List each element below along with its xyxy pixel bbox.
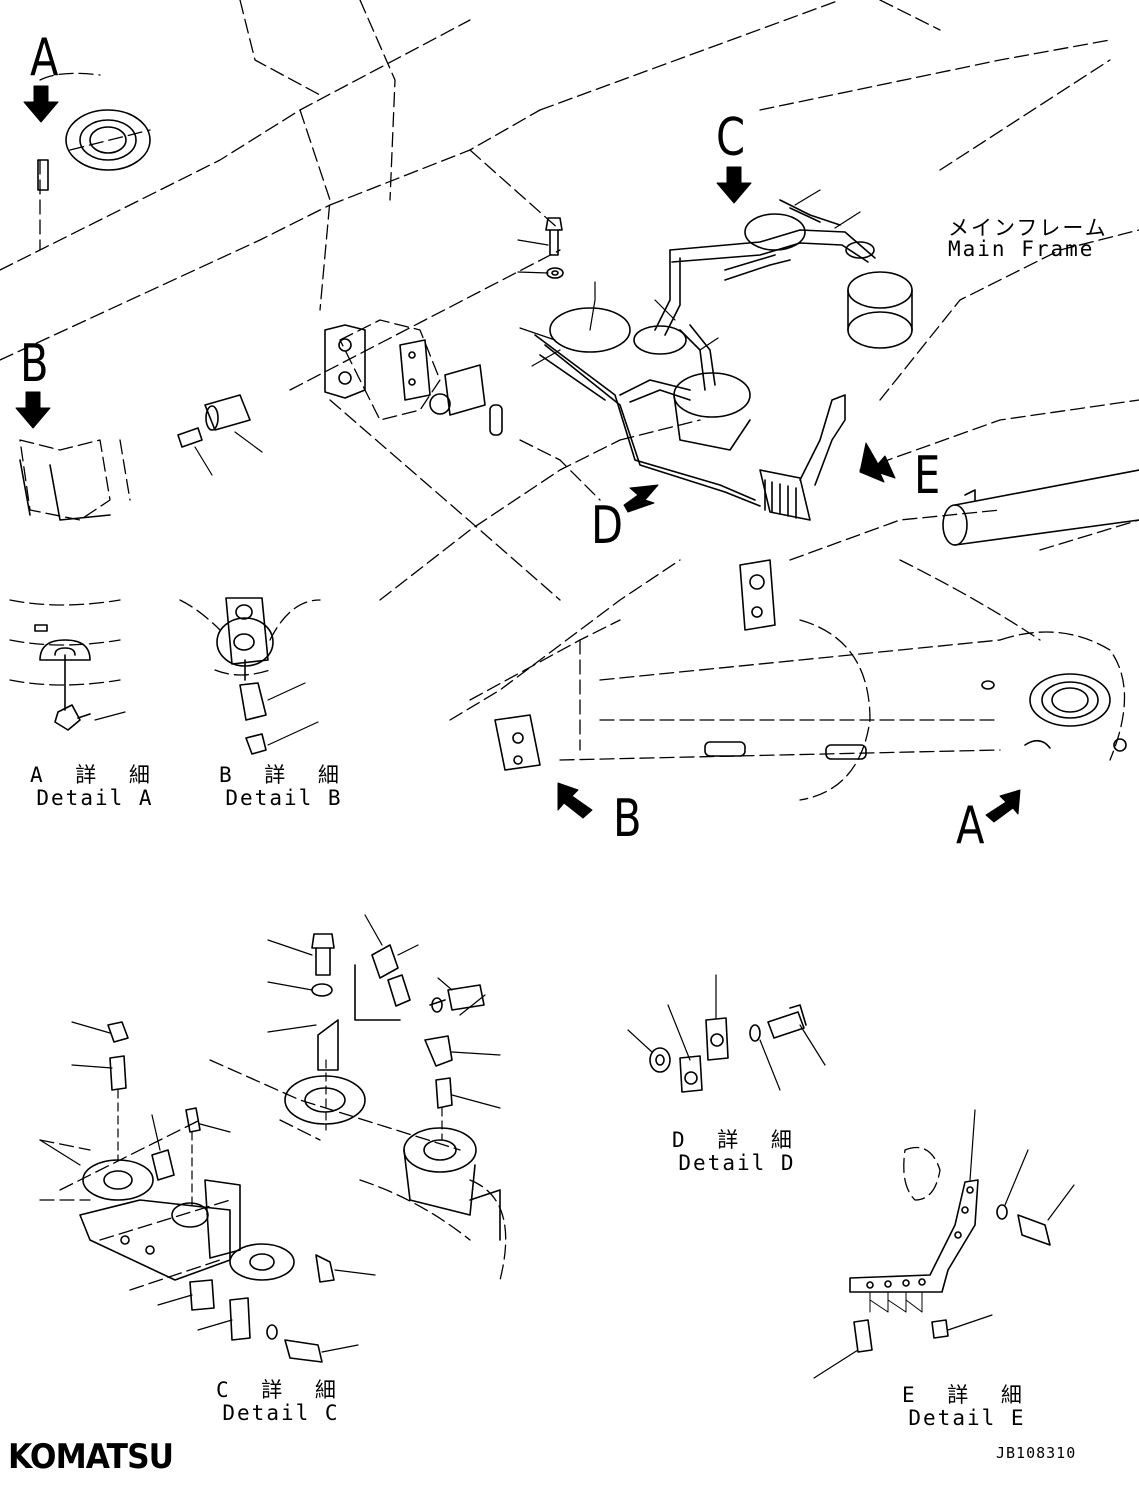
detail-c-caption-en: Detail C — [222, 1401, 340, 1425]
arrow-a-top — [23, 85, 59, 123]
main-frame-label: メインフレーム Main Frame — [948, 218, 1108, 260]
arrow-c-top — [716, 166, 752, 204]
detail-d-caption: D 詳 細 Detail D — [672, 1130, 802, 1174]
detail-e-caption: E 詳 細 Detail E — [902, 1385, 1032, 1429]
detail-b-caption-jp: B 詳 細 — [219, 763, 349, 787]
detail-e-caption-jp: E 詳 細 — [902, 1383, 1032, 1407]
detail-c-drawing — [39, 914, 501, 1363]
detail-a-caption: A 詳 細 Detail A — [30, 765, 160, 809]
arrow-label-e: E — [914, 446, 941, 506]
detail-d-caption-en: Detail D — [678, 1151, 796, 1175]
arrow-label-c-top: C — [716, 108, 746, 168]
arrow-label-a-bottom: A — [956, 796, 985, 856]
main-view-components — [19, 109, 1139, 771]
arrow-label-d: D — [591, 496, 624, 556]
arrow-d-side — [623, 484, 659, 513]
detail-b-caption: B 詳 細 Detail B — [219, 765, 349, 809]
detail-e-drawing — [813, 1109, 1075, 1379]
detail-d-drawing — [627, 974, 826, 1093]
main-frame-label-en: Main Frame — [948, 237, 1095, 261]
arrow-b-top — [15, 391, 51, 429]
detail-a-caption-en: Detail A — [36, 786, 154, 810]
main-frame-outline — [0, 0, 1139, 1291]
detail-a-caption-jp: A 詳 細 — [30, 763, 160, 787]
detail-b-drawing — [216, 597, 319, 755]
komatsu-logo: KOMATSU — [8, 1437, 174, 1477]
arrow-label-a-top: A — [30, 28, 59, 88]
detail-e-caption-en: Detail E — [908, 1406, 1026, 1430]
detail-c-caption: C 詳 細 Detail C — [216, 1380, 346, 1424]
arrow-b-bottom — [557, 782, 593, 819]
direction-arrows — [15, 85, 1021, 823]
arrow-a-bottom — [985, 789, 1021, 823]
main-view-leaders — [194, 189, 861, 476]
detail-b-caption-en: Detail B — [225, 786, 343, 810]
main-frame-label-jp: メインフレーム — [948, 216, 1108, 240]
detail-d-caption-jp: D 詳 細 — [672, 1128, 802, 1152]
drawing-code: JB108310 — [996, 1444, 1077, 1462]
arrow-label-b-top: B — [20, 334, 49, 394]
arrow-label-b-bottom: B — [613, 789, 642, 849]
detail-a-drawing — [34, 624, 126, 731]
arrow-e-side — [859, 442, 896, 483]
detail-c-caption-jp: C 詳 細 — [216, 1378, 346, 1402]
